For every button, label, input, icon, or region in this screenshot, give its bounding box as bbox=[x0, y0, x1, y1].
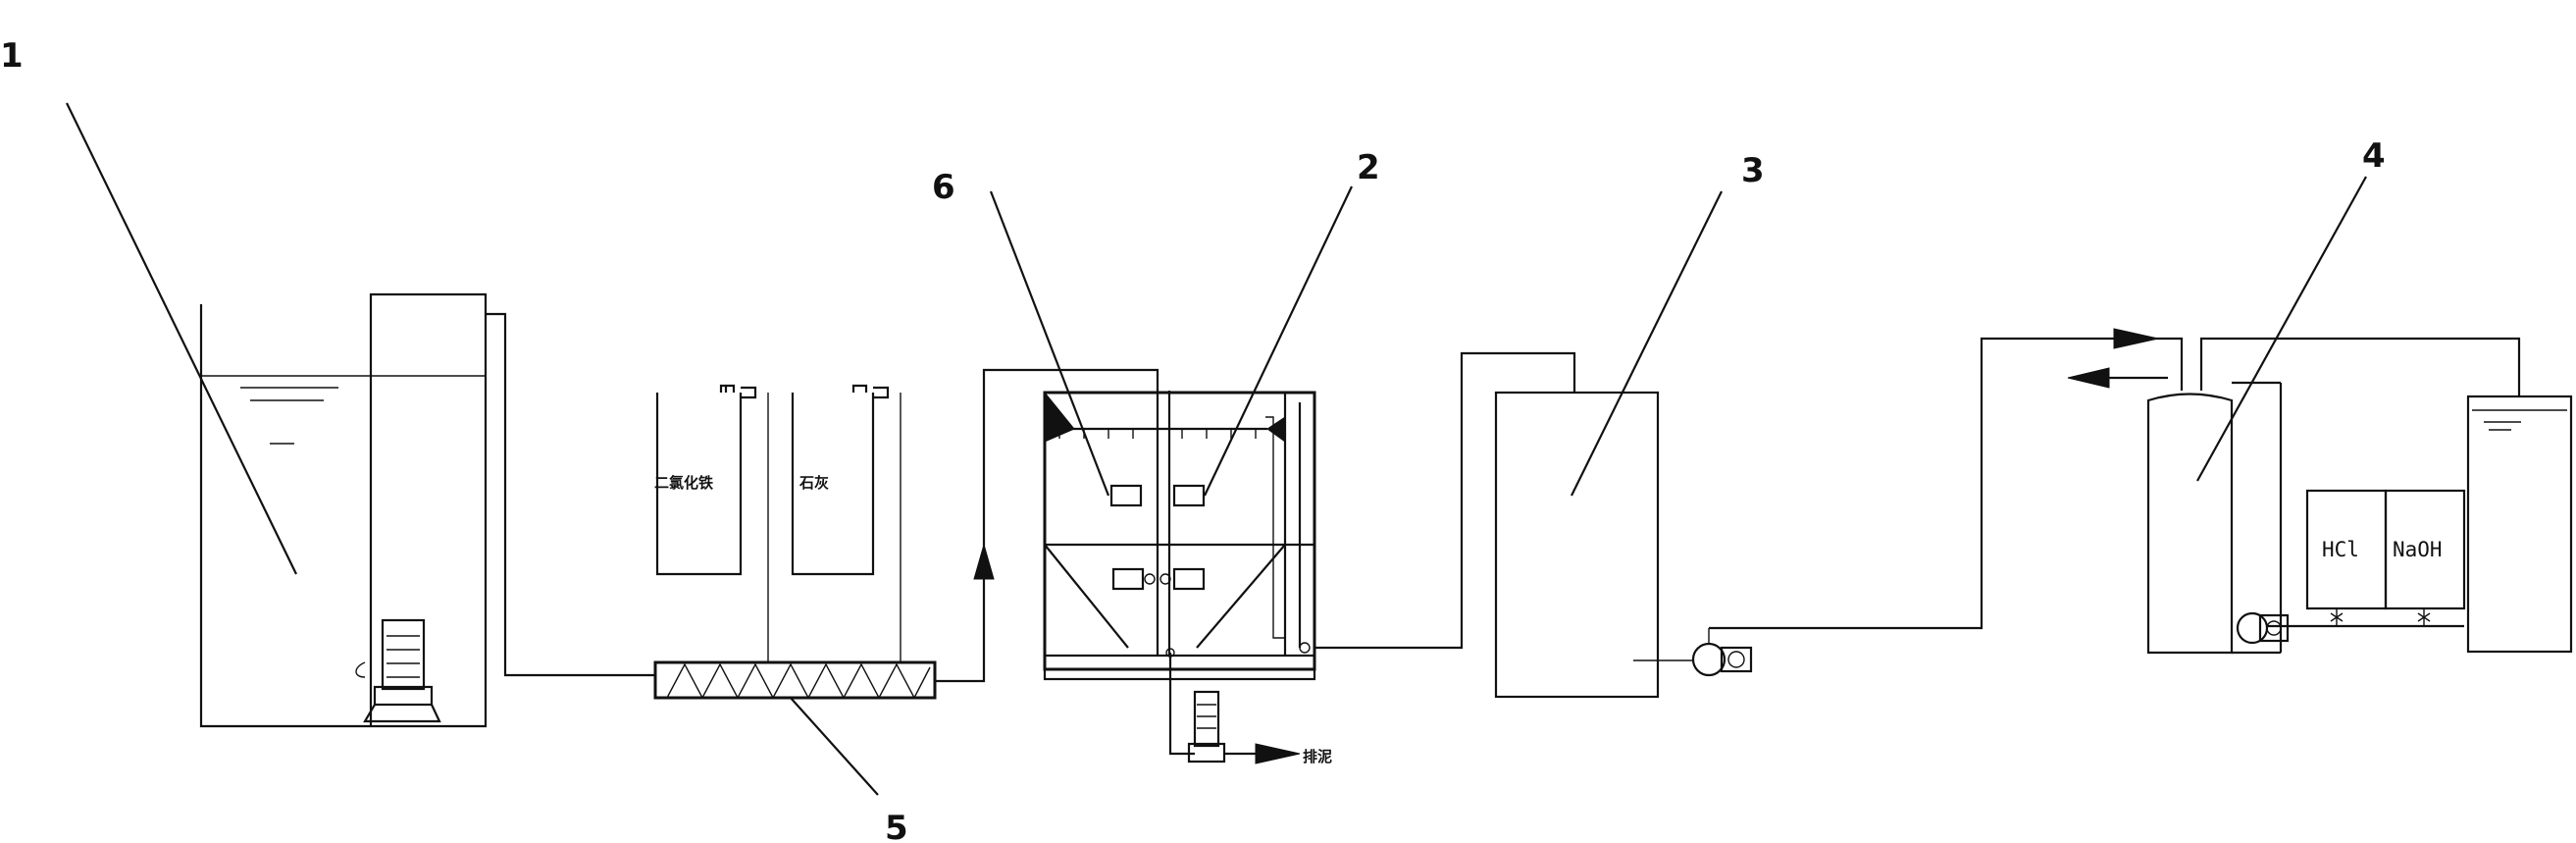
transfer-pump-icon bbox=[1691, 628, 1753, 677]
sludge-outlet-label: 排泥 bbox=[1303, 748, 1332, 765]
callout-leaders bbox=[66, 102, 2367, 796]
exchange-column bbox=[2146, 337, 2521, 655]
sludge-pump-icon bbox=[1168, 653, 1256, 764]
hcl-tank: HCl bbox=[2305, 489, 2388, 626]
naoh-tank: NaOH bbox=[2384, 489, 2466, 626]
callout-6: 6 bbox=[932, 168, 955, 207]
flow-arrow-out bbox=[2067, 367, 2110, 389]
callout-4: 4 bbox=[2362, 136, 2386, 176]
pipe-tank3-to-tank4 bbox=[1709, 337, 2158, 630]
dosing-pump-icon bbox=[2236, 611, 2290, 645]
dosing-tank-a-label: 二氯化铁 bbox=[654, 474, 713, 492]
hcl-label: HCl bbox=[2322, 538, 2359, 561]
intermediate-tank bbox=[1494, 391, 1692, 699]
screw-flights bbox=[666, 662, 931, 700]
dosing-tank-b: 石灰 bbox=[791, 384, 902, 662]
naoh-label: NaOH bbox=[2393, 538, 2443, 561]
storage-tank bbox=[2466, 395, 2573, 654]
screw-mixer bbox=[653, 660, 937, 700]
pipe-reactor-to-tank3 bbox=[1314, 351, 1576, 650]
dosing-tank-a: 二氯化铁 bbox=[654, 384, 769, 662]
submersible-pump-icon bbox=[355, 618, 441, 723]
dosing-tank-b-label: 石灰 bbox=[799, 474, 829, 492]
callout-5: 5 bbox=[885, 809, 908, 843]
callout-2: 2 bbox=[1357, 148, 1380, 187]
pipe-mixer-to-reactor bbox=[935, 368, 1159, 683]
callout-1: 1 bbox=[0, 36, 24, 76]
flow-arrow-up bbox=[973, 543, 995, 580]
callout-3: 3 bbox=[1741, 151, 1765, 190]
clarifier-reactor bbox=[1043, 391, 1316, 681]
collection-tank bbox=[199, 292, 488, 728]
pipe-tank1-to-mixer bbox=[486, 312, 655, 677]
flow-arrow-in bbox=[2113, 328, 2159, 349]
sludge-arrow bbox=[1255, 743, 1301, 764]
